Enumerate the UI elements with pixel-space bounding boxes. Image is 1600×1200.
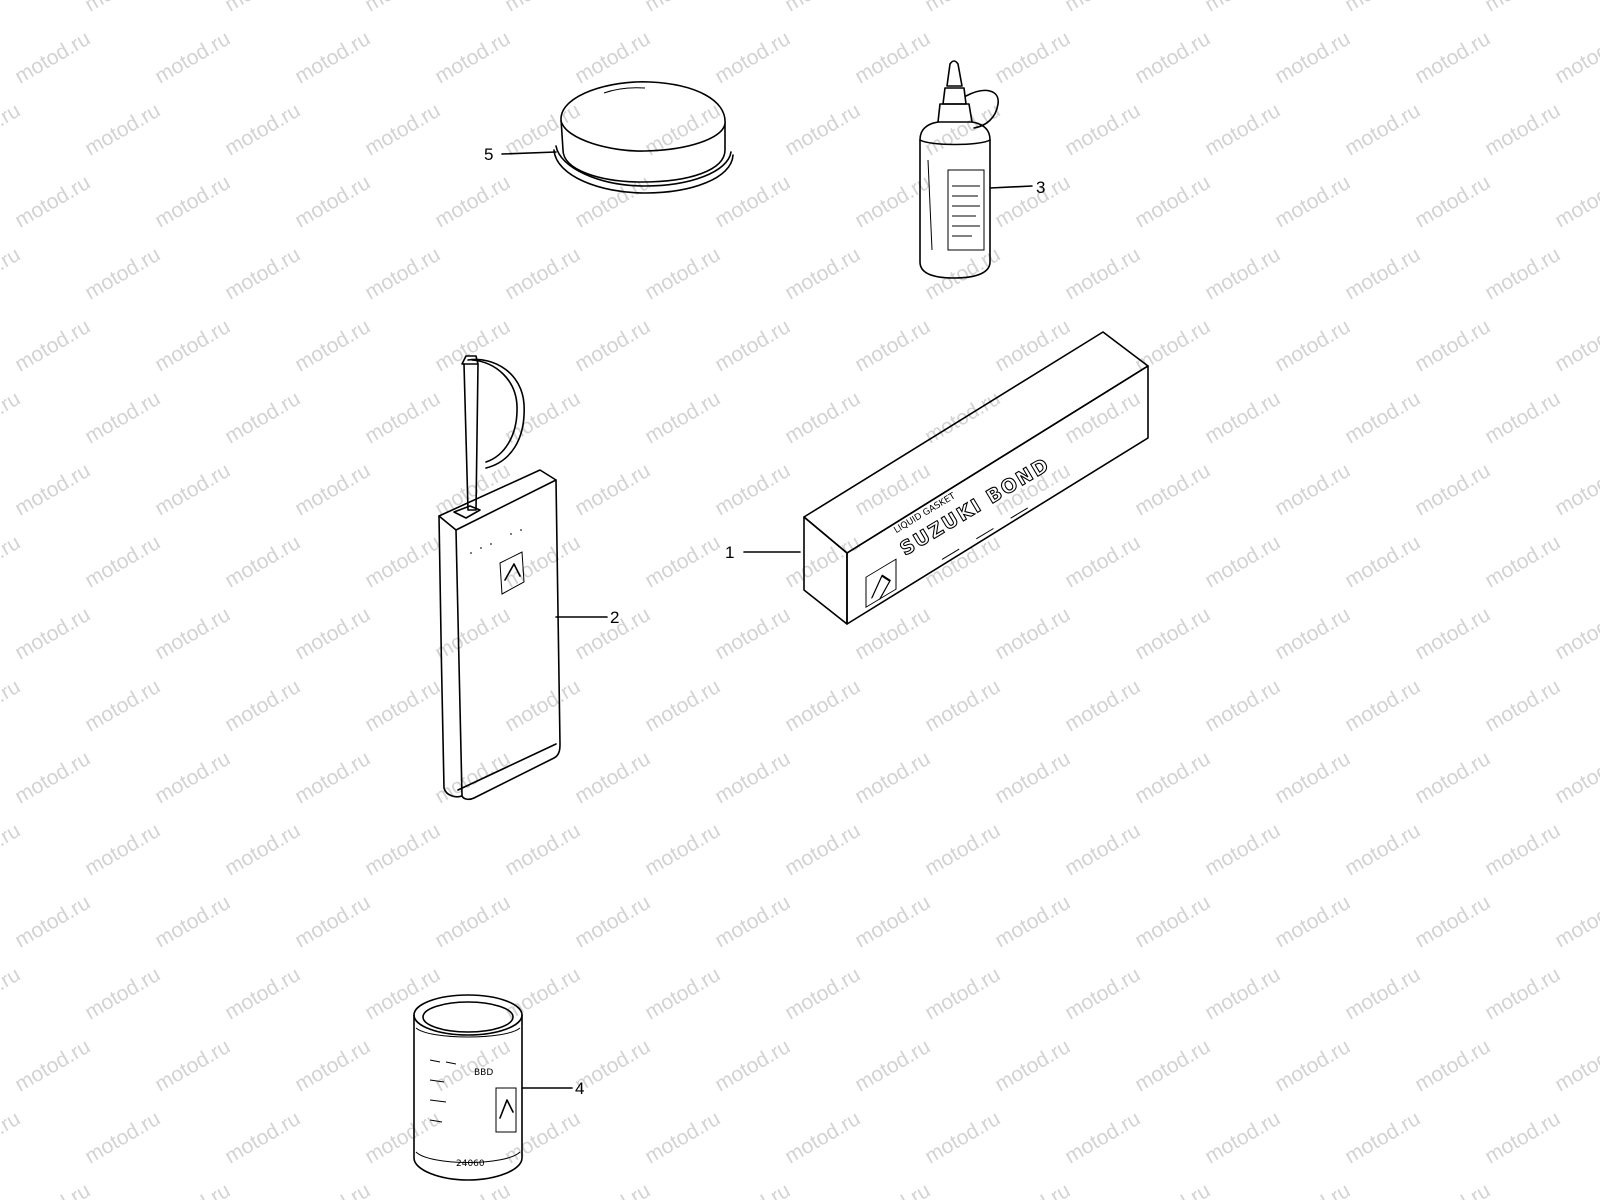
- leader-line-5: [501, 151, 557, 155]
- squeeze-bottle: [919, 60, 999, 279]
- grease-jar: [553, 81, 734, 194]
- callout-3: 3: [1036, 178, 1045, 197]
- callout-2: 2: [610, 608, 619, 627]
- callout-4: 4: [575, 1079, 584, 1098]
- paint-tin: BBD 24060: [413, 994, 523, 1181]
- callout-1: 1: [725, 543, 734, 562]
- oil-can: [438, 355, 561, 801]
- suzuki-bond-box: SUZUKI BOND LIQUID GASKET: [803, 331, 1149, 625]
- callout-5: 5: [484, 145, 493, 164]
- tin-top-code: BBD: [474, 1068, 493, 1078]
- leader-line-3: [989, 185, 1033, 189]
- tin-bottom-code: 24060: [456, 1159, 485, 1169]
